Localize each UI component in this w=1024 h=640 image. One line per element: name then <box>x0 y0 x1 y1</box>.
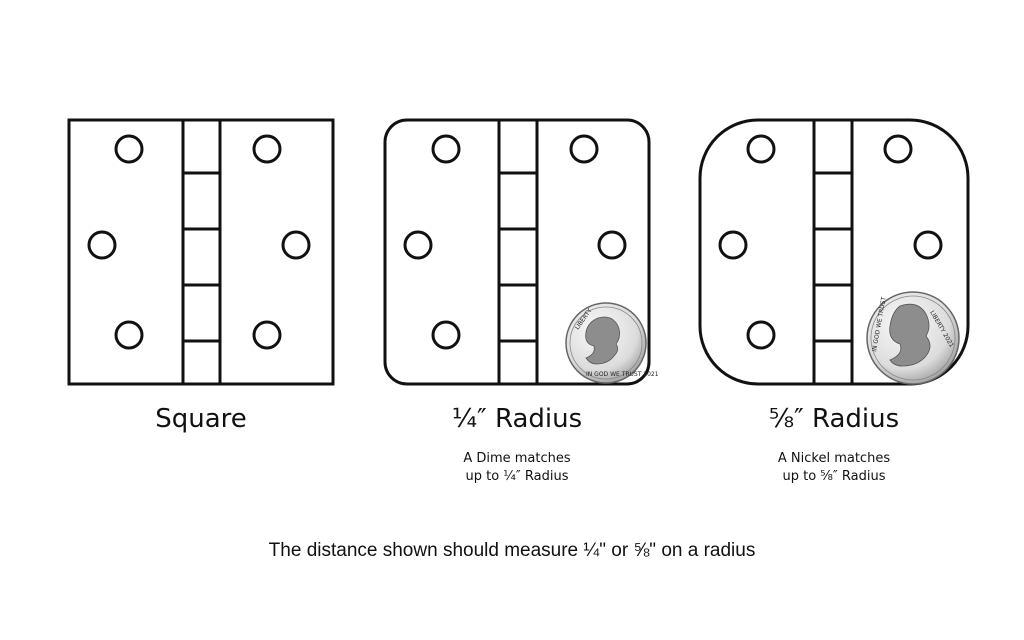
note-line: A Nickel matches <box>777 451 891 466</box>
portrait-icon <box>889 303 931 367</box>
screw-hole <box>718 230 748 260</box>
screw-hole <box>252 320 282 350</box>
note-line: up to ¼″ Radius <box>465 469 569 484</box>
screw-hole <box>746 320 776 350</box>
screw-hole <box>746 134 776 164</box>
screw-hole <box>913 230 943 260</box>
screw-hole <box>87 230 117 260</box>
square-hinge <box>67 118 335 386</box>
coin-text: IN GOD WE TRUST 2021 <box>586 371 659 378</box>
hinge-outline <box>698 118 970 386</box>
screw-hole <box>597 230 627 260</box>
quarter-radius-hinge <box>383 118 651 386</box>
hinge-title-five-eighths: ⅝″ Radius <box>768 404 900 434</box>
hinge-outline <box>67 118 335 386</box>
screw-hole <box>281 230 311 260</box>
screw-hole <box>431 134 461 164</box>
nickel-note: A Nickel matches up to ⅝″ Radius <box>684 450 984 486</box>
portrait-icon <box>585 316 620 365</box>
screw-hole <box>883 134 913 164</box>
screw-hole <box>114 320 144 350</box>
screw-hole <box>569 134 599 164</box>
screw-hole <box>252 134 282 164</box>
hinge-outline <box>383 118 651 386</box>
screw-hole <box>431 320 461 350</box>
footer-caption: The distance shown should measure ¼" or … <box>268 540 756 561</box>
dime-note: A Dime matches up to ¼″ Radius <box>367 450 667 486</box>
dime-coin: LIBERTY IN GOD WE TRUST 2021 <box>565 302 659 384</box>
hinge-title-square: Square <box>155 404 247 434</box>
five-eighths-radius-hinge <box>698 118 970 386</box>
screw-hole <box>114 134 144 164</box>
note-line: A Dime matches <box>463 451 571 466</box>
nickel-coin: IN GOD WE TRUST LIBERTY 2021 <box>866 291 960 385</box>
screw-hole <box>403 230 433 260</box>
hinge-title-quarter: ¼″ Radius <box>451 404 583 434</box>
note-line: up to ⅝″ Radius <box>782 469 886 484</box>
